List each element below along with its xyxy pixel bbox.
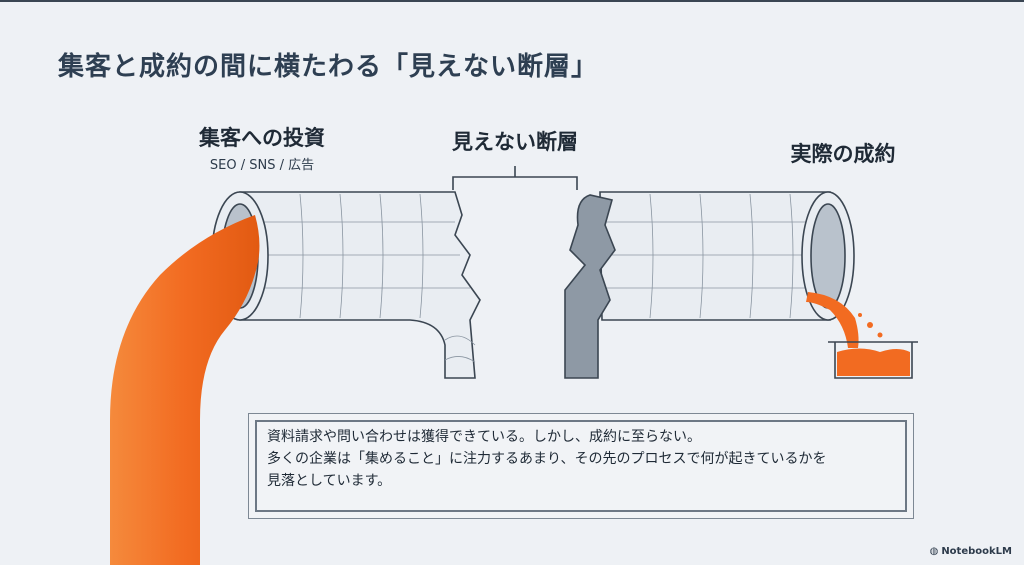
splash-drop (858, 313, 862, 317)
slide-title: 集客と成約の間に横たわる「見えない断層」 (58, 52, 599, 82)
message-line-1: 資料請求や問い合わせは獲得できている。しかし、成約に至らない。 (267, 429, 701, 445)
investment-label: 集客への投資 (199, 126, 325, 150)
gap-bracket (452, 166, 578, 190)
splash-drop (877, 332, 883, 338)
splash-drop (867, 322, 873, 328)
gap-label: 見えない断層 (452, 130, 578, 154)
brand-watermark: ◍ NotebookLM (930, 546, 1012, 557)
brand-name: NotebookLM (941, 546, 1012, 557)
bowl (828, 341, 918, 379)
message-line-3: 見落としています。 (267, 473, 392, 489)
notebooklm-logo-icon: ◍ (929, 546, 939, 557)
conversion-label: 実際の成約 (790, 142, 896, 166)
pour-stream (806, 292, 859, 348)
message-text: 資料請求や問い合わせは獲得できている。しかし、成約に至らない。 多くの企業は「集… (267, 426, 826, 492)
orange-stream (110, 215, 260, 565)
bowl-liquid (837, 348, 910, 376)
message-line-2: 多くの企業は「集めること」に注力するあまり、その先のプロセスで何が起きているかを (267, 451, 827, 467)
message-box-frame (255, 420, 907, 512)
investment-sub-label: SEO / SNS / 広告 (209, 158, 315, 173)
broken-edge (564, 194, 616, 379)
right-pipe (564, 191, 855, 379)
top-border (0, 0, 1024, 2)
message-box: 資料請求や問い合わせは獲得できている。しかし、成約に至らない。 多くの企業は「集… (248, 413, 914, 519)
